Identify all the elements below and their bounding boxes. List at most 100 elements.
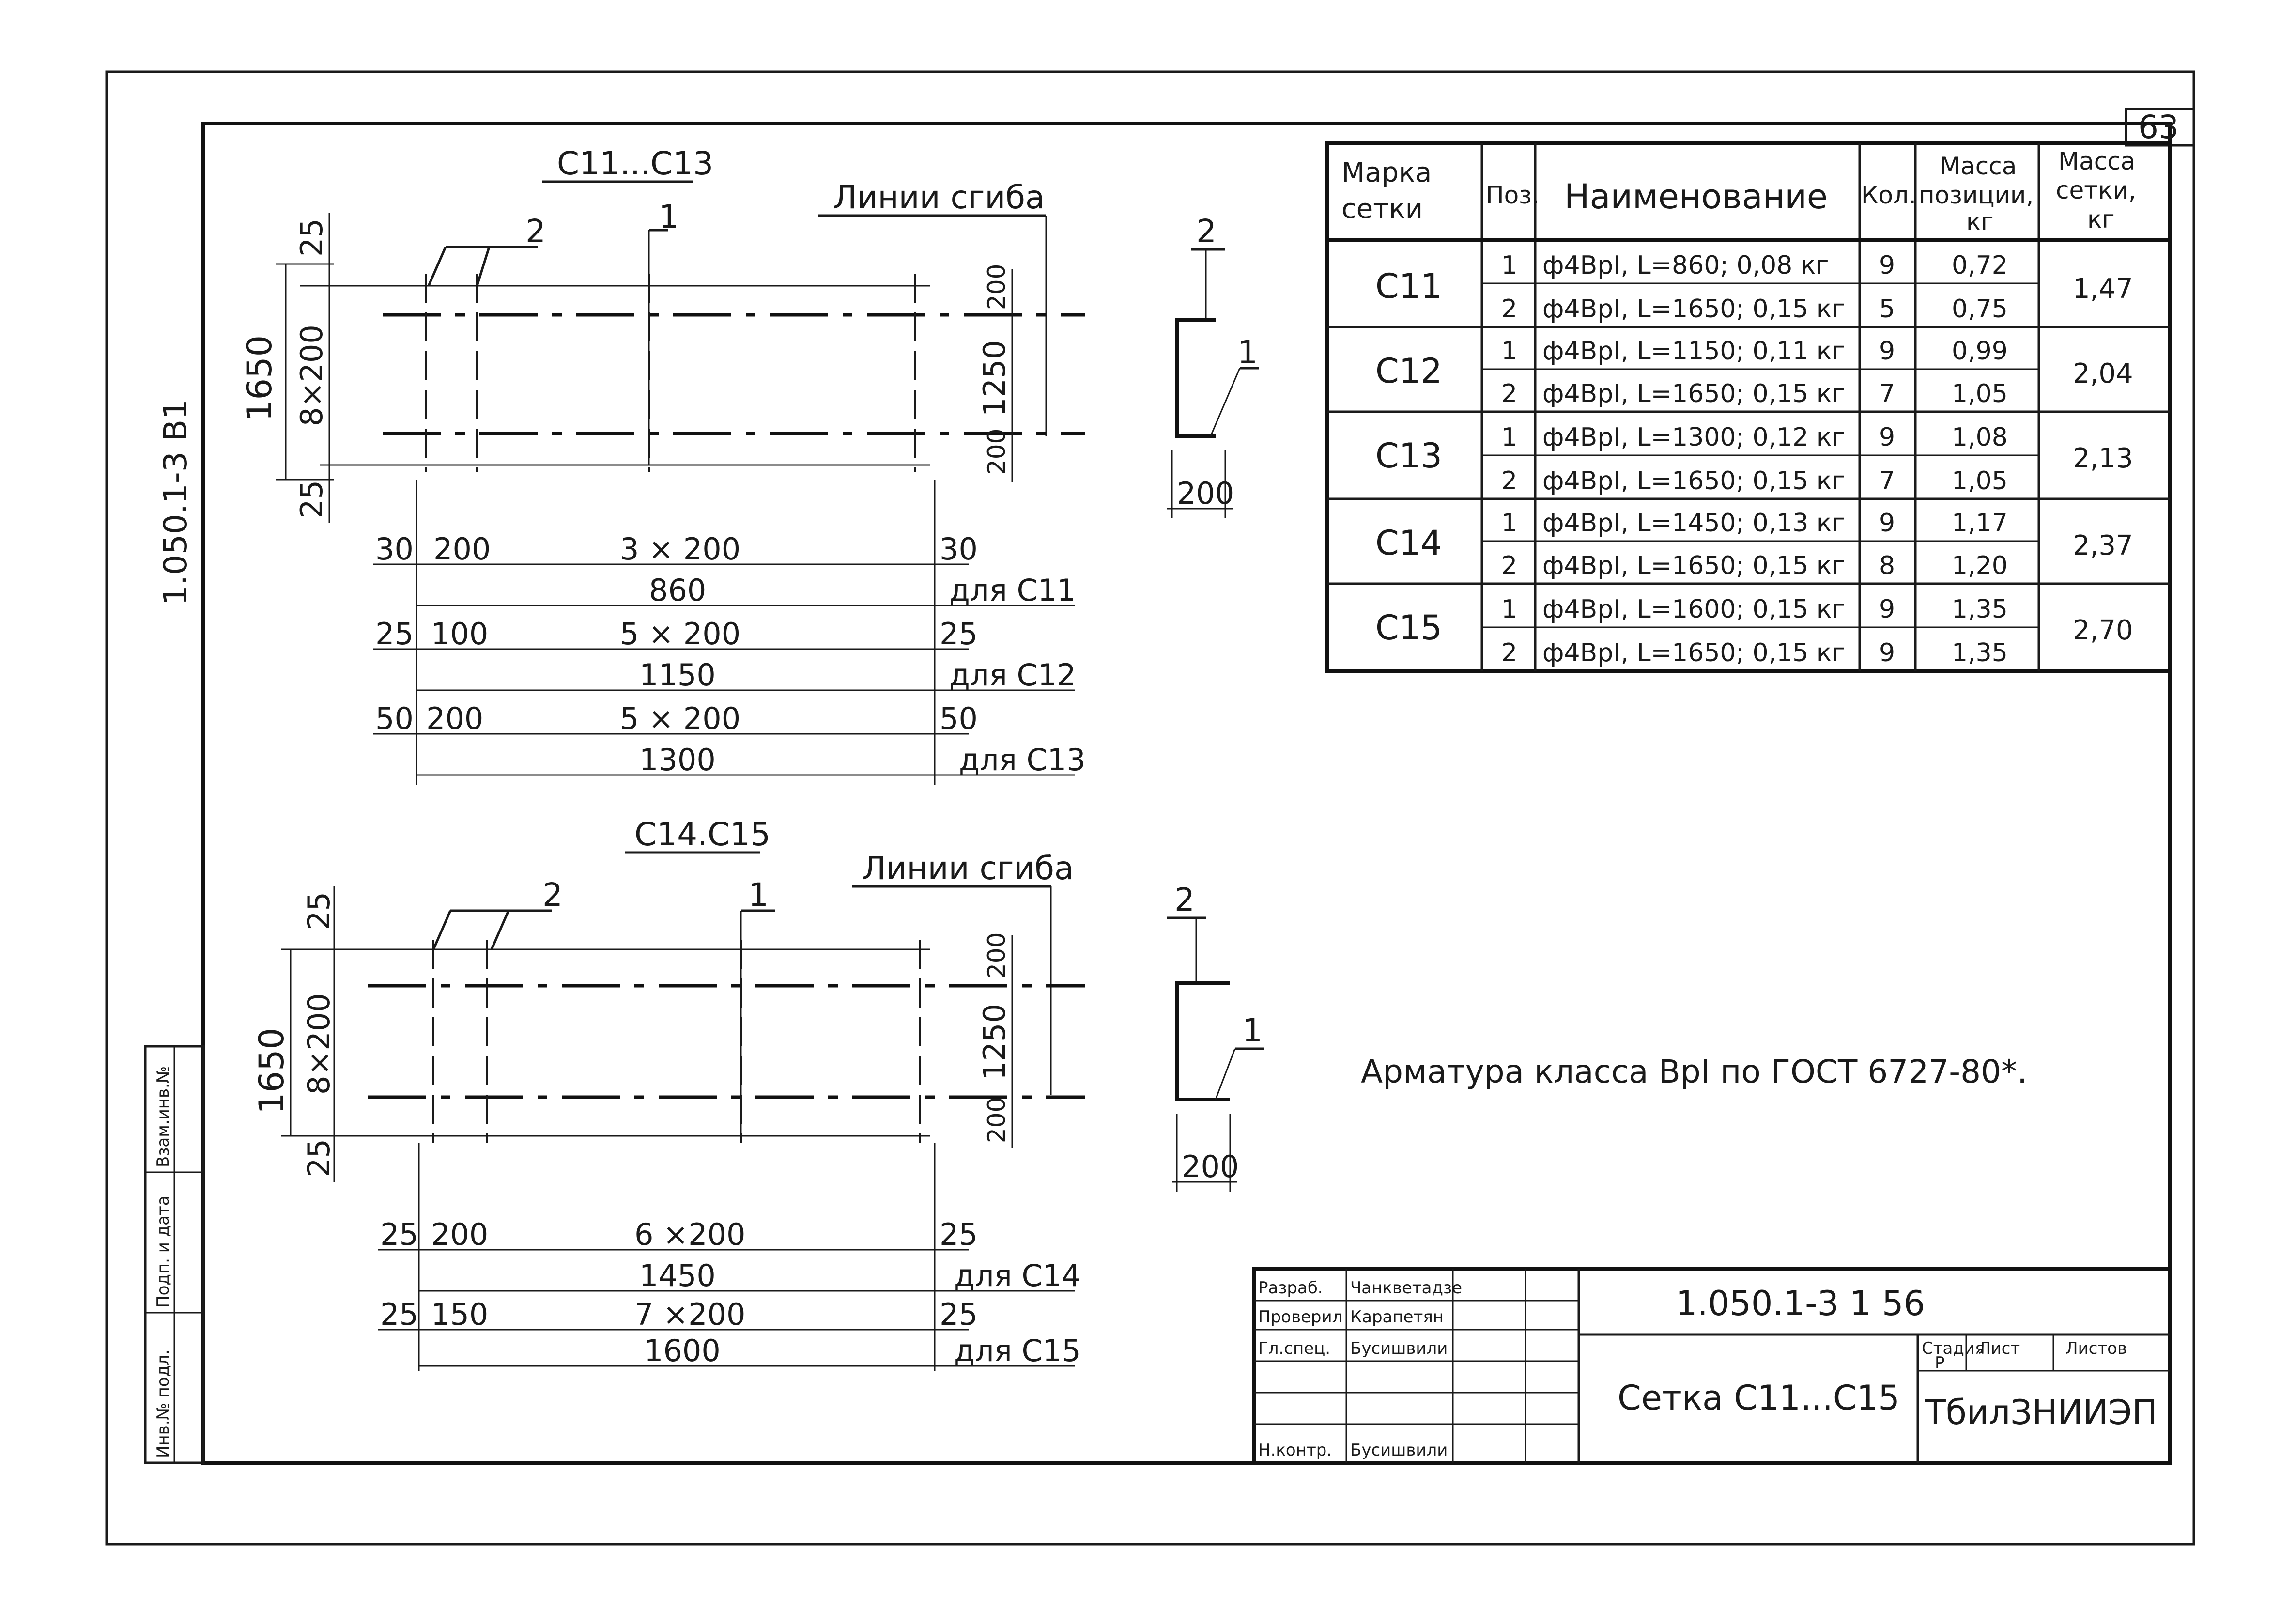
cell-pos: 1 — [1501, 595, 1517, 624]
top-row1-right: 30 — [940, 531, 978, 567]
cell-qty: 9 — [1879, 638, 1895, 667]
bottom-section-dim: 200 — [1182, 1149, 1239, 1184]
th-mass-pos-1: Масса — [1940, 152, 2017, 180]
cell-name: ф4ВрI, L=1650; 0,15 кг — [1542, 466, 1845, 496]
bottom-row2-step: 150 — [431, 1297, 488, 1332]
tb-org: ТбилЗНИИЭП — [1925, 1393, 2157, 1432]
bottom-dim-25-top: 25 — [301, 892, 337, 930]
top-row3-right: 50 — [940, 701, 978, 736]
th-mass-pos-2: позиции, — [1919, 181, 2034, 209]
top-row2-step: 100 — [431, 616, 488, 651]
top-bend-label: Линии сгиба — [833, 179, 1045, 216]
cell-mark-c11: С11 — [1375, 266, 1442, 306]
bottom-row1-center: 6 ×200 — [634, 1217, 745, 1252]
cell-total-c12: 2,04 — [2073, 358, 2133, 389]
cell-mass: 1,20 — [1952, 551, 2008, 580]
side-stamp-sign: Подп. и дата — [154, 1195, 173, 1308]
bottom-pos-2: 2 — [542, 876, 563, 914]
outer-frame — [105, 70, 2195, 1546]
cell-qty: 9 — [1879, 251, 1895, 280]
top-row2-total: 1150 — [639, 657, 716, 693]
top-row1-left: 30 — [375, 531, 414, 567]
th-name: Наименование — [1564, 177, 1828, 217]
top-dim-25-bot: 25 — [294, 480, 329, 518]
bottom-view-title: С14.С15 — [634, 816, 770, 853]
side-stamp-inv: Инв.№ подл. — [154, 1349, 173, 1458]
bottom-dim-1650: 1650 — [252, 1028, 292, 1114]
cell-name: ф4ВрI, L=1650; 0,15 кг — [1542, 551, 1845, 580]
bottom-dim-25-bot: 25 — [301, 1139, 337, 1177]
tb-doc-code: 1.050.1-3 1 56 — [1676, 1284, 1925, 1323]
tb-name-3: Бусишвили — [1350, 1339, 1448, 1358]
top-dim-200-bot: 200 — [983, 429, 1011, 475]
bottom-dim-1250: 1250 — [977, 1004, 1012, 1080]
top-row3-for: для С13 — [959, 742, 1086, 777]
top-section: 2 1 200 — [1167, 213, 1259, 518]
tb-stage: Р — [1935, 1353, 1945, 1373]
cell-pos: 2 — [1501, 638, 1517, 667]
th-qty: Кол. — [1861, 181, 1916, 209]
top-row3-center: 5 × 200 — [620, 701, 740, 736]
tb-sheets-label: Листов — [2065, 1339, 2127, 1358]
cell-total-c13: 2,13 — [2073, 443, 2133, 474]
cell-qty: 5 — [1879, 295, 1895, 324]
bottom-row1-step: 200 — [431, 1217, 488, 1252]
cell-pos: 1 — [1501, 423, 1517, 452]
cell-qty: 9 — [1879, 423, 1895, 452]
top-row2-left: 25 — [375, 616, 414, 651]
bottom-dim-200-top: 200 — [983, 932, 1011, 978]
cell-qty: 7 — [1879, 379, 1895, 408]
page-number: 63 — [2138, 109, 2179, 146]
tb-role-3: Гл.спец. — [1258, 1339, 1330, 1358]
spec-table: Марка сетки Поз. Наименование Кол. Масса… — [1325, 141, 2172, 673]
top-row2-right: 25 — [940, 616, 978, 651]
cell-total-c15: 2,70 — [2073, 615, 2133, 646]
bottom-bend-label: Линии сгиба — [862, 850, 1074, 887]
bottom-section: 2 1 200 — [1167, 881, 1264, 1192]
cell-mass: 1,05 — [1952, 379, 2008, 408]
side-stamp-replace: Взам.инв.№ — [154, 1066, 173, 1167]
bottom-dim-8x200: 8×200 — [301, 993, 337, 1095]
top-dim-200-top: 200 — [983, 264, 1011, 310]
tb-name-1: Чанкветадзе — [1350, 1278, 1462, 1298]
tb-sheet-label: Лист — [1978, 1339, 2020, 1358]
cell-mass: 1,05 — [1952, 466, 2008, 496]
tb-name-2: Карапетян — [1350, 1307, 1444, 1327]
inner-frame — [201, 122, 2172, 1465]
cell-mass: 1,17 — [1952, 509, 2008, 538]
cell-total-c14: 2,37 — [2073, 530, 2133, 561]
bottom-section-pos-2: 2 — [1174, 881, 1195, 918]
bottom-row2-right: 25 — [940, 1297, 978, 1332]
bottom-row1-total: 1450 — [639, 1258, 716, 1293]
top-row1-total: 860 — [649, 573, 706, 608]
title-block: Разраб. Чанкветадзе Проверил Карапетян Г… — [1252, 1267, 2172, 1465]
top-row1-step: 200 — [433, 531, 491, 567]
th-mark-2: сетки — [1341, 193, 1423, 225]
cell-mark-c14: С14 — [1375, 523, 1442, 563]
cell-qty: 9 — [1879, 509, 1895, 538]
bottom-row2-left: 25 — [380, 1297, 418, 1332]
material-note: Арматура класса ВрI по ГОСТ 6727-80*. — [1361, 1053, 2027, 1090]
cell-name: ф4ВрI, L=1150; 0,11 кг — [1542, 337, 1845, 366]
cell-pos: 2 — [1501, 295, 1517, 324]
cell-total-c11: 1,47 — [2073, 273, 2133, 305]
top-dim-1250: 1250 — [977, 340, 1012, 417]
top-row1-for: для С11 — [949, 573, 1076, 608]
top-section-pos-1: 1 — [1237, 334, 1258, 371]
top-row3-total: 1300 — [639, 742, 716, 777]
th-pos: Поз. — [1486, 181, 1540, 209]
tb-stage-label: Стадия — [1922, 1339, 1985, 1358]
th-mass-net-3: кг — [2087, 205, 2114, 233]
cell-mass: 1,35 — [1952, 638, 2008, 667]
top-dim-25-top: 25 — [294, 218, 329, 257]
cell-mass: 1,35 — [1952, 595, 2008, 624]
cell-mark-c12: С12 — [1375, 351, 1442, 391]
top-view: С11...С13 Линии сгиба 1 2 25 1650 8×200 … — [240, 145, 1259, 785]
cell-name: ф4ВрI, L=1600; 0,15 кг — [1542, 595, 1845, 624]
cell-name: ф4ВрI, L=860; 0,08 кг — [1542, 251, 1829, 280]
top-dim-1650: 1650 — [240, 335, 279, 421]
tb-role-6: Н.контр. — [1258, 1441, 1332, 1460]
top-section-dim: 200 — [1177, 476, 1234, 511]
cell-mark-c15: С15 — [1375, 608, 1442, 648]
cell-name: ф4ВрI, L=1650; 0,15 кг — [1542, 379, 1845, 408]
